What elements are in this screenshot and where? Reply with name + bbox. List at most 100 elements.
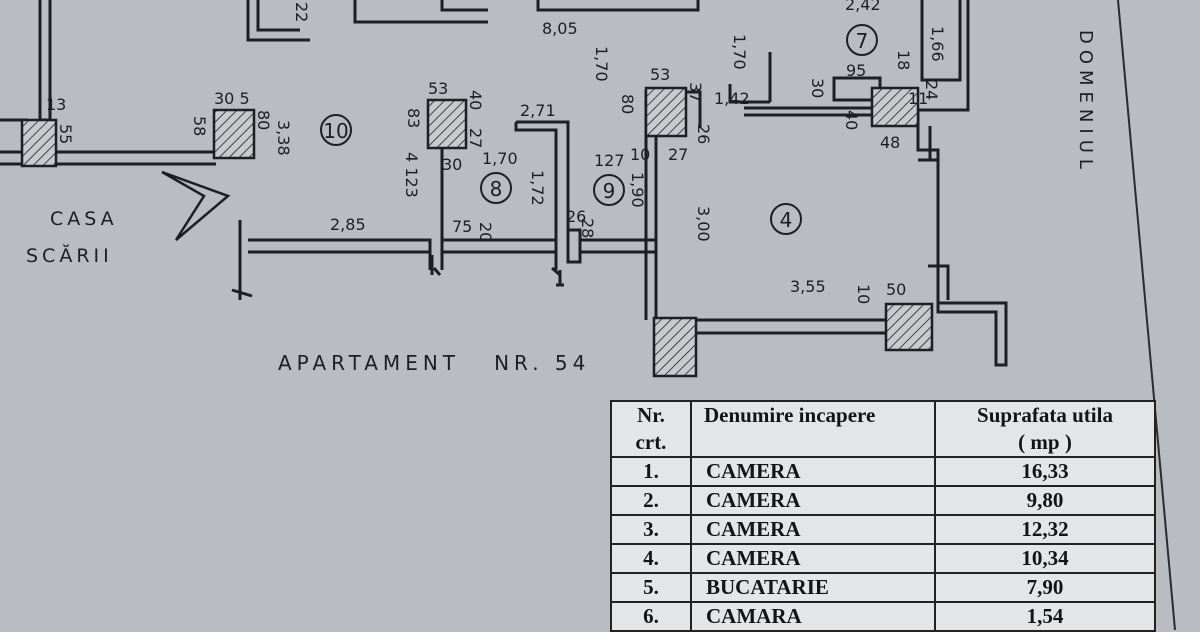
cell-area: 7,90	[934, 572, 1156, 603]
room-number-9: 9	[603, 179, 616, 203]
stair-label-line2: SCĂRII	[26, 243, 113, 267]
cell-area: 1,54	[934, 601, 1156, 632]
cell-nr: 6.	[610, 601, 692, 632]
room-9-circle	[593, 174, 625, 206]
cell-nr: 5.	[610, 572, 692, 603]
header-area-line2: ( mp )	[1018, 430, 1072, 454]
walls	[0, 0, 1008, 367]
dim-20: 20	[476, 222, 495, 242]
dim-355: 3,55	[790, 277, 826, 296]
room-number-8: 8	[490, 177, 503, 201]
dim-300: 3,00	[694, 206, 713, 242]
header-area: Suprafata utila ( mp )	[934, 400, 1156, 458]
dim-80b: 80	[618, 94, 637, 114]
cell-nr: 1.	[610, 456, 692, 487]
room-10-circle	[320, 114, 352, 146]
dim-242: 2,42	[845, 0, 881, 14]
dim-172: 1,72	[528, 170, 547, 206]
dim-170b: 1,70	[482, 149, 518, 168]
dim-4-123: 4 123	[402, 152, 421, 198]
dim-10a: 10	[630, 145, 650, 164]
dim-48: 48	[880, 133, 900, 152]
dim-271: 2,71	[520, 101, 556, 120]
domain-label: DOMENIUL	[1075, 30, 1096, 175]
dim-27a: 27	[466, 128, 485, 148]
cell-area: 10,34	[934, 543, 1156, 574]
column-6	[652, 316, 698, 378]
header-area-line1: Suprafata utila	[977, 403, 1113, 427]
page-edge-line	[1117, 0, 1176, 630]
dim-285: 2,85	[330, 215, 366, 234]
dim-22: 22	[292, 2, 311, 22]
dim-53b: 53	[650, 65, 670, 84]
stair-label-line1: CASA	[50, 208, 118, 230]
dim-805: 8,05	[542, 19, 578, 38]
cell-name: CAMERA	[690, 485, 936, 516]
header-nr-line2: crt.	[635, 430, 667, 454]
cell-nr: 4.	[610, 543, 692, 574]
column-4	[644, 86, 688, 138]
column-2	[212, 108, 256, 160]
dim-55: 55	[56, 124, 75, 144]
dim-80a: 80	[254, 110, 273, 130]
dim-26b: 26	[566, 207, 586, 226]
dim-127: 127	[594, 151, 625, 170]
cell-name: CAMARA	[690, 601, 936, 632]
dim-75: 75	[452, 217, 472, 236]
dim-142: 1,42	[714, 89, 750, 108]
dim-24: 24	[922, 80, 941, 100]
cell-name: CAMERA	[690, 514, 936, 545]
dim-170a: 1,70	[592, 46, 611, 82]
column-1	[20, 118, 58, 168]
cell-area: 12,32	[934, 514, 1156, 545]
header-nr-line1: Nr.	[637, 403, 665, 427]
dim-58: 58	[190, 116, 209, 136]
cell-nr: 3.	[610, 514, 692, 545]
header-nr: Nr. crt.	[610, 400, 692, 458]
dim-18: 18	[894, 50, 913, 70]
cell-name: BUCATARIE	[690, 572, 936, 603]
dim-190: 1,90	[628, 172, 647, 208]
room-number-4: 4	[780, 208, 793, 232]
dim-27b: 27	[668, 145, 688, 164]
dim-166: 1,66	[928, 26, 947, 62]
room-4-circle	[770, 203, 802, 235]
dim-40b: 40	[842, 110, 861, 130]
header-name: Denumire incapere	[690, 400, 936, 458]
table-header-row: Nr. crt. Denumire incapere Suprafata util…	[610, 400, 1156, 458]
column-3	[426, 98, 468, 150]
room-7-circle	[846, 24, 878, 56]
dim-13: 13	[46, 95, 66, 114]
dim-338: 3,38	[274, 120, 293, 156]
cell-nr: 2.	[610, 485, 692, 516]
apartment-label: APARTAMENT NR. 54	[278, 351, 590, 375]
room-8-circle	[480, 172, 512, 204]
hatched-columns	[20, 86, 934, 378]
column-5	[870, 86, 920, 128]
dim-28: 28	[578, 218, 597, 238]
column-7	[884, 302, 934, 352]
dim-95: 95	[846, 61, 866, 80]
room-number-10: 10	[323, 119, 348, 143]
dim-30b: 30	[808, 78, 827, 98]
entrance-arrow-icon	[161, 170, 231, 241]
dim-40a: 40	[466, 90, 485, 110]
dim-83: 83	[404, 108, 423, 128]
cell-area: 9,80	[934, 485, 1156, 516]
dim-170c: 1,70	[730, 34, 749, 70]
cell-name: CAMERA	[690, 543, 936, 574]
room-markers	[320, 24, 878, 235]
room-number-7: 7	[856, 29, 869, 53]
dim-53a: 53	[428, 79, 448, 98]
dim-10b: 10	[854, 284, 873, 304]
dim-50: 50	[886, 280, 906, 299]
dim-11: 11	[908, 89, 928, 108]
